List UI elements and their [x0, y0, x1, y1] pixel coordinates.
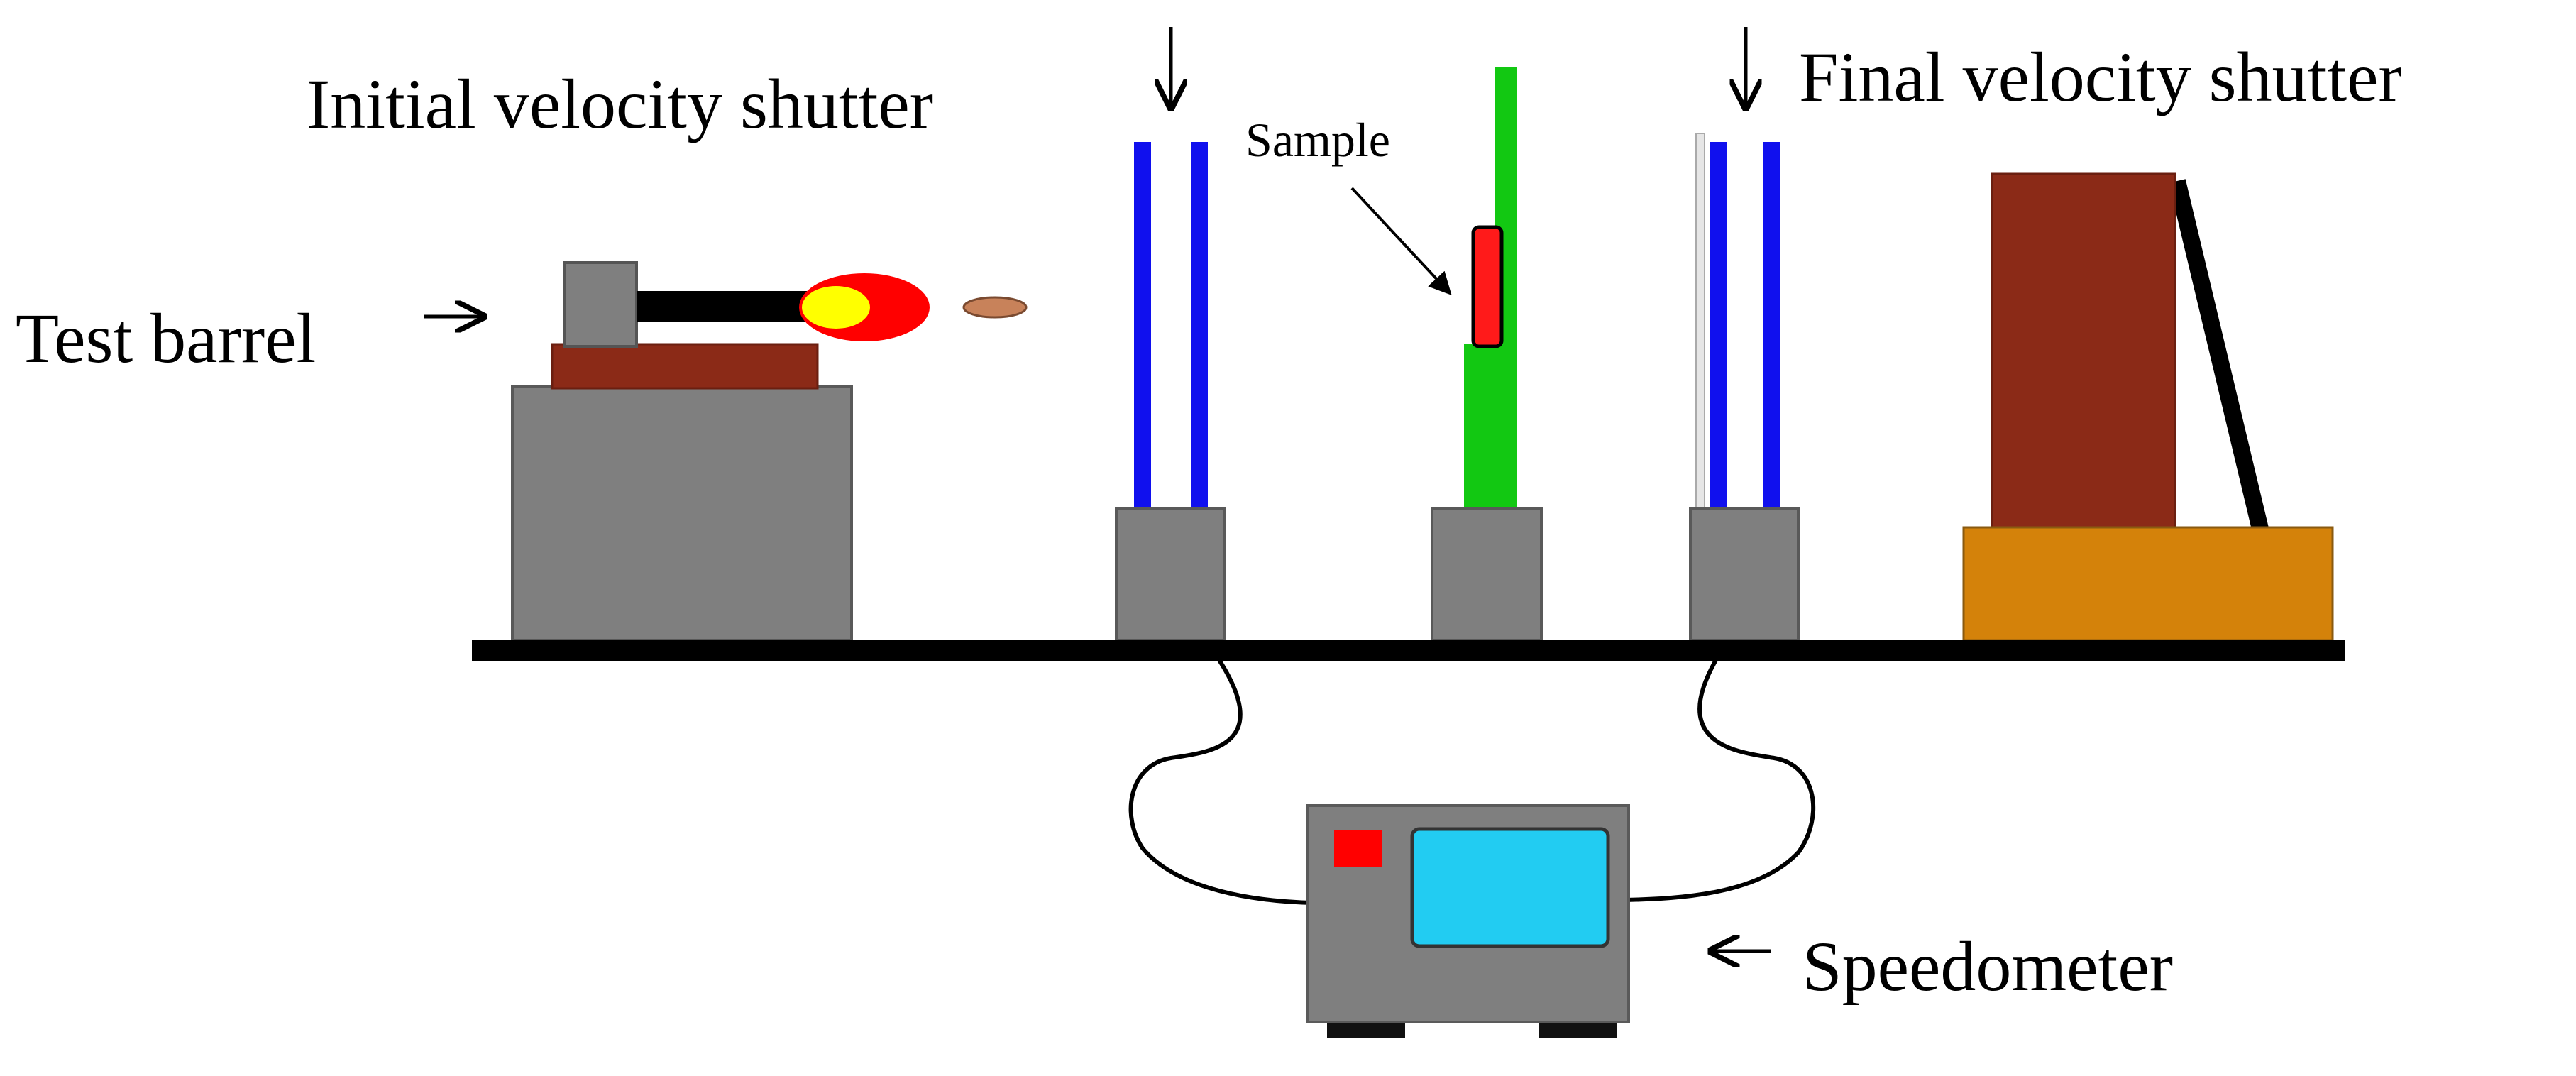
sample-piece	[1471, 225, 1504, 348]
shutter-bar-left	[1710, 142, 1727, 510]
speedometer-indicator-light	[1334, 830, 1382, 867]
barrel-stand	[511, 385, 853, 642]
shutter-bar-right	[1763, 142, 1780, 510]
pointer-arrow-icon	[1350, 187, 1452, 295]
final-velocity-shutter-label: Final velocity shutter	[1799, 38, 2402, 116]
catcher-block	[1991, 172, 2176, 530]
sample-label: Sample	[1245, 113, 1390, 167]
holder-lower-post	[1464, 344, 1517, 510]
catcher-brace	[2169, 179, 2269, 531]
breech-block	[563, 261, 638, 348]
shutter-base	[1689, 507, 1800, 642]
test-barrel-label: Test barrel	[16, 299, 316, 378]
barrel-tube	[637, 291, 807, 322]
muzzle-flash-core	[802, 286, 870, 329]
cable-final-shutter	[1624, 659, 1816, 902]
cable-initial-shutter	[1128, 659, 1314, 905]
base-rail	[472, 640, 2345, 661]
final-velocity-shutter	[1689, 133, 1800, 642]
initial-velocity-shutter-label: Initial velocity shutter	[307, 65, 933, 143]
initial-velocity-shutter	[1115, 142, 1226, 642]
sample-holder-assembly	[1431, 67, 1543, 642]
shutter-bar-right	[1191, 142, 1208, 510]
speedometer-screen	[1410, 827, 1610, 948]
speedometer-device	[1306, 804, 1630, 1038]
test-barrel-assembly	[511, 261, 1028, 642]
shutter-frame-edge	[1695, 133, 1705, 510]
catcher-base	[1962, 526, 2334, 642]
shutter-bar-left	[1134, 142, 1151, 510]
bullet-catcher	[1962, 172, 2334, 642]
bullet	[962, 296, 1028, 319]
holder-base	[1431, 507, 1543, 642]
barrel-mount	[551, 343, 819, 390]
shutter-base	[1115, 507, 1226, 642]
speedometer-label: Speedometer	[1802, 927, 2173, 1006]
